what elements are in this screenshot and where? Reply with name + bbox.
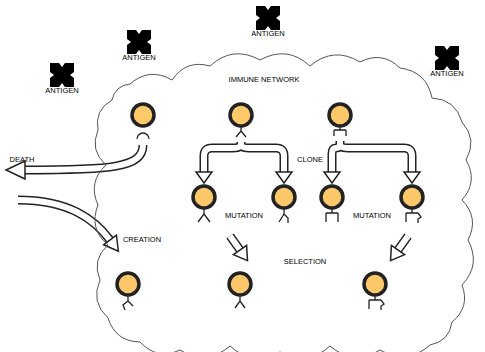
- antigen: ANTIGEN: [32, 61, 92, 95]
- cell-receptor: [369, 296, 384, 310]
- immune-network-cloud: IMMUNE NETWORK: [92, 52, 485, 352]
- cell-receptor: [326, 209, 338, 222]
- immune-cell: [229, 273, 251, 295]
- hollow-arrow-inner: [18, 200, 110, 240]
- antigen: ANTIGEN: [417, 44, 477, 78]
- node-text: ANTIGEN: [32, 87, 92, 95]
- antigen-shape: [256, 6, 280, 30]
- hollow-arrow-outline: [340, 144, 412, 172]
- hollow-arrow-outline: [241, 144, 284, 172]
- cloud-outline: [92, 52, 485, 352]
- immune-cell: [273, 186, 295, 208]
- arrow-head: [6, 161, 420, 261]
- immune-cell: [364, 273, 386, 295]
- immune-cell: [117, 104, 423, 295]
- immune-cell: [230, 104, 252, 126]
- cell-receptor: [198, 209, 210, 222]
- hollow-arrow-inner: [204, 142, 241, 172]
- arrow-head: [391, 245, 405, 260]
- hollow-arrow-inner: [241, 144, 284, 172]
- process-label: DEATH: [10, 156, 35, 164]
- arrow-head: [404, 172, 420, 183]
- process-label: MUTATION: [353, 212, 391, 220]
- antigen-symbol: [254, 4, 282, 32]
- node-text: ANTIGEN: [238, 30, 298, 38]
- cell-receptor: [235, 296, 245, 308]
- immune-cell: [329, 104, 351, 126]
- hollow-arrow-outline: [204, 142, 241, 172]
- label-holder: CLONE: [250, 148, 370, 166]
- hollow-arrow-inner: [24, 145, 143, 170]
- label-holder: CREATION: [82, 228, 202, 246]
- label-holder: DEATH: [0, 148, 82, 166]
- hollow-arrow-inner: [340, 144, 412, 172]
- arrow-head: [324, 172, 340, 183]
- antigen: ANTIGEN: [238, 4, 298, 38]
- arrow-head: [233, 245, 247, 260]
- hollow-arrow-outline: [18, 141, 412, 250]
- process-label: MUTATION: [225, 212, 263, 220]
- hollow-arrow-inner: [18, 141, 412, 250]
- node-text: ANTIGEN: [109, 54, 169, 62]
- cell-receptor: [236, 127, 246, 137]
- arrow-head: [276, 172, 292, 183]
- immune-cell: [193, 186, 215, 208]
- process-label: CREATION: [123, 236, 161, 244]
- process-label: CLONE: [297, 156, 323, 164]
- node-text: IMMUNE NETWORK: [164, 76, 364, 84]
- arrow-head: [196, 172, 212, 183]
- hollow-arrow-inner: [398, 236, 408, 250]
- antigen-shape: [127, 30, 151, 54]
- immune-cell: [401, 186, 423, 208]
- node-text: ANTIGEN: [417, 70, 477, 78]
- cell-receptor: [279, 209, 288, 223]
- immune-cell: [117, 273, 139, 295]
- cell-receptor: [137, 133, 149, 139]
- label-holder: MUTATION: [312, 204, 432, 222]
- antigen-symbol: [125, 28, 153, 56]
- cell-receptor: [123, 127, 421, 310]
- antigen-shape: [50, 63, 74, 87]
- cell-receptor: [334, 127, 346, 136]
- antigen: ANTIGEN: [109, 28, 169, 62]
- immune-cell: [321, 186, 343, 208]
- hollow-arrow-inner: [230, 236, 240, 250]
- hollow-arrow-outline: [24, 145, 143, 170]
- hollow-arrow-outline: [398, 236, 408, 250]
- immune-cell: [132, 104, 154, 126]
- hollow-arrow-outline: [230, 236, 240, 250]
- hollow-arrow-outline: [18, 200, 110, 240]
- label-holder: SELECTION: [245, 250, 365, 268]
- arrow-head: [6, 161, 25, 179]
- antigen-symbol: [433, 44, 461, 72]
- label-holder: MUTATION: [184, 204, 304, 222]
- cell-receptor: [123, 296, 133, 310]
- cell-receptor: [406, 209, 421, 223]
- process-label: SELECTION: [284, 258, 327, 266]
- cloud-border: [94, 54, 473, 352]
- antigen-shape: [435, 46, 459, 70]
- antigen-symbol: [48, 61, 76, 89]
